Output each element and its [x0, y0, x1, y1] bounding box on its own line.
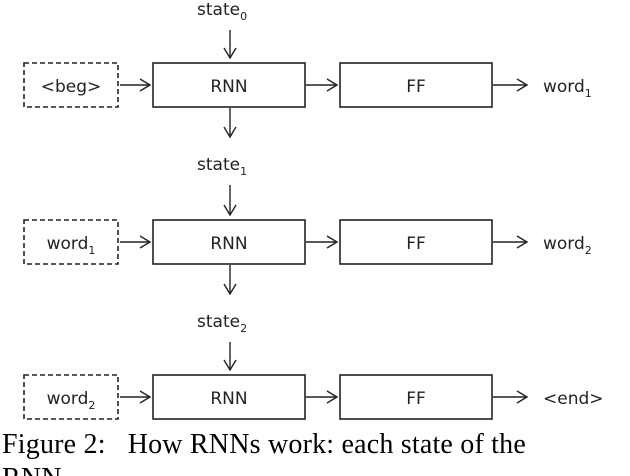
output-label-0: word1	[543, 77, 592, 100]
ff-label-1: FF	[406, 234, 426, 254]
row-0: state0 <beg> RNN FF word1	[23, 0, 592, 139]
output-label-1: word2	[543, 234, 592, 257]
figure-caption: Figure 2: How RNNs work: each state of th…	[2, 428, 630, 476]
rnn-label-1: RNN	[210, 234, 247, 254]
state-2-label: state2	[197, 312, 247, 335]
rnn-box-1	[152, 219, 306, 265]
ff-box-2	[339, 374, 493, 420]
ff-label-2: FF	[406, 389, 426, 409]
ff-box-1	[339, 219, 493, 265]
rnn-label-0: RNN	[210, 77, 247, 97]
caption-text-1: How RNNs work: each state of the	[127, 429, 526, 460]
state-1-label: state1	[197, 155, 247, 178]
input-box-1	[23, 219, 119, 265]
row-2: state2 word2 RNN FF <end>	[23, 312, 604, 420]
input-label-2: word2	[47, 389, 96, 412]
input-label-0: <beg>	[41, 77, 102, 97]
state-0-label: state0	[197, 0, 247, 23]
input-box-0	[23, 62, 119, 108]
output-label-2: <end>	[543, 389, 604, 409]
rnn-box-0	[152, 62, 306, 108]
input-label-1: word1	[47, 234, 96, 257]
caption-figure-label: Figure 2:	[2, 429, 106, 460]
caption-line-2: RNN … … … … …	[2, 462, 630, 476]
input-box-2	[23, 374, 119, 420]
caption-line-1: Figure 2: How RNNs work: each state of th…	[2, 428, 630, 462]
rnn-label-2: RNN	[210, 389, 247, 409]
ff-label-0: FF	[406, 77, 426, 97]
rnn-diagram: state0 <beg> RNN FF word1 state1 word1 R…	[23, 0, 604, 420]
rnn-box-2	[152, 374, 306, 420]
ff-box-0	[339, 62, 493, 108]
row-1: state1 word1 RNN FF word2	[23, 155, 592, 296]
